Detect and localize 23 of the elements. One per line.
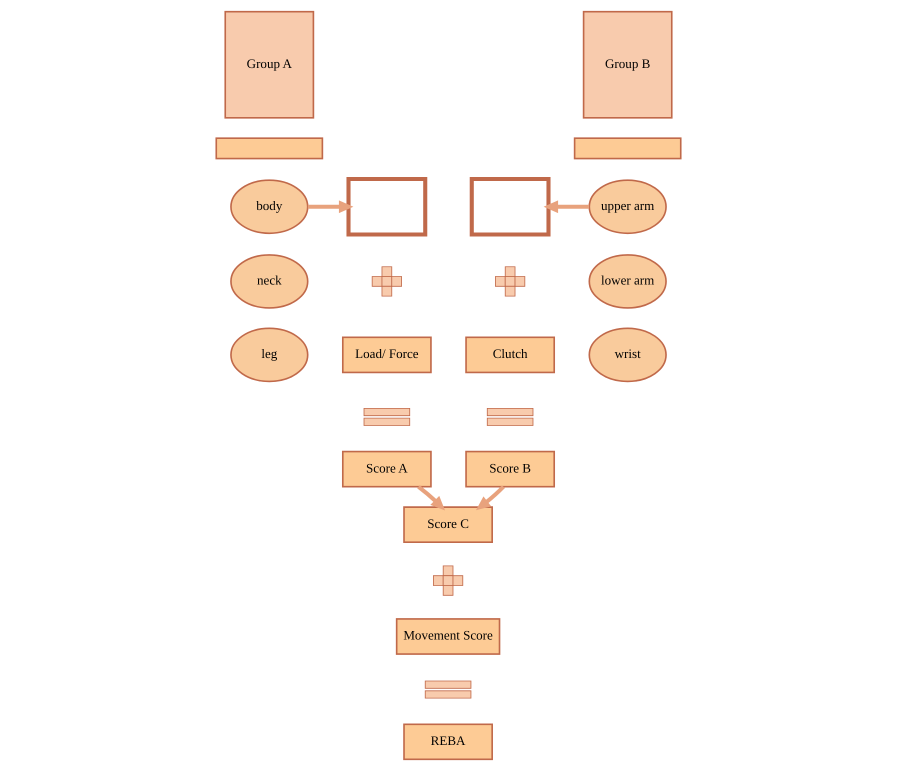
node-bar xyxy=(215,137,324,160)
arrow xyxy=(308,200,354,214)
arrow xyxy=(476,485,505,510)
node-box: Group A xyxy=(224,10,314,119)
node-ellipse: upper arm xyxy=(588,179,667,234)
node-box: Score C xyxy=(403,506,493,544)
node-box: Movement Score xyxy=(396,618,500,655)
node-box: Group B xyxy=(582,10,673,119)
node-box: REBA xyxy=(403,723,493,760)
node-box: Clutch xyxy=(465,336,556,374)
node-ellipse: wrist xyxy=(588,328,667,382)
node-ellipse: lower arm xyxy=(588,254,667,309)
node-box: Load/ Force xyxy=(342,336,432,374)
arrow xyxy=(417,485,446,511)
node-box xyxy=(346,176,428,237)
node-ellipse: neck xyxy=(230,254,308,309)
node-box: Score A xyxy=(342,450,432,488)
arrow xyxy=(544,200,590,214)
node-ellipse: body xyxy=(230,179,308,234)
node-ellipse: leg xyxy=(230,328,308,382)
node-bar xyxy=(574,137,682,160)
node-box xyxy=(470,176,551,237)
node-box: Score B xyxy=(465,450,556,488)
